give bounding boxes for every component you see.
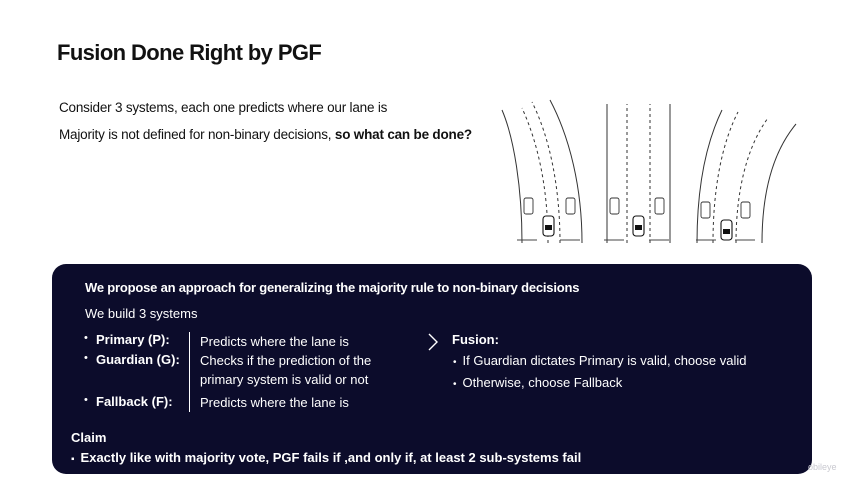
bullet: • — [453, 379, 457, 390]
panel-headline: We propose an approach for generalizing … — [85, 280, 580, 295]
system-description: Predicts where the lane is — [200, 334, 349, 349]
intro-line-2-emphasis: so what can be done? — [334, 127, 472, 142]
fusion-item: • If Guardian dictates Primary is valid, … — [453, 353, 746, 368]
fusion-item-text: Otherwise, choose Fallback — [462, 375, 623, 390]
bullet: • — [84, 332, 88, 344]
system-name: Primary (P): — [96, 332, 170, 347]
claim-item: ▪ Exactly like with majority vote, PGF fa… — [71, 450, 581, 465]
divider — [189, 332, 190, 412]
chevron-right-icon — [428, 333, 438, 351]
fusion-item-text: If Guardian dictates Primary is valid, c… — [462, 353, 747, 368]
panel-build-text: We build 3 systems — [85, 306, 198, 321]
system-description: Checks if the prediction of the primary … — [200, 353, 372, 387]
claim-text: Exactly like with majority vote, PGF fai… — [80, 450, 582, 465]
system-name: Guardian (G): — [96, 352, 180, 367]
claim-title: Claim — [71, 430, 107, 445]
bullet: • — [84, 352, 88, 364]
fusion-title: Fusion: — [452, 332, 499, 347]
bullet: • — [84, 394, 88, 406]
system-name: Fallback (F): — [96, 394, 173, 409]
proposal-panel: We propose an approach for generalizing … — [52, 264, 812, 474]
intro-line-2-text: Majority is not defined for non-binary d… — [59, 127, 335, 142]
mobileye-logo: obileye — [808, 462, 837, 472]
slide-title: Fusion Done Right by PGF — [57, 40, 322, 65]
intro-line-1: Consider 3 systems, each one predicts wh… — [59, 100, 388, 115]
three-lane-road-scenarios-icon — [501, 99, 797, 244]
fusion-item: • Otherwise, choose Fallback — [453, 375, 622, 390]
bullet: • — [453, 357, 457, 368]
bullet: ▪ — [71, 454, 75, 465]
intro-line-2: Majority is not defined for non-binary d… — [59, 127, 472, 142]
system-description: Predicts where the lane is — [200, 395, 349, 410]
